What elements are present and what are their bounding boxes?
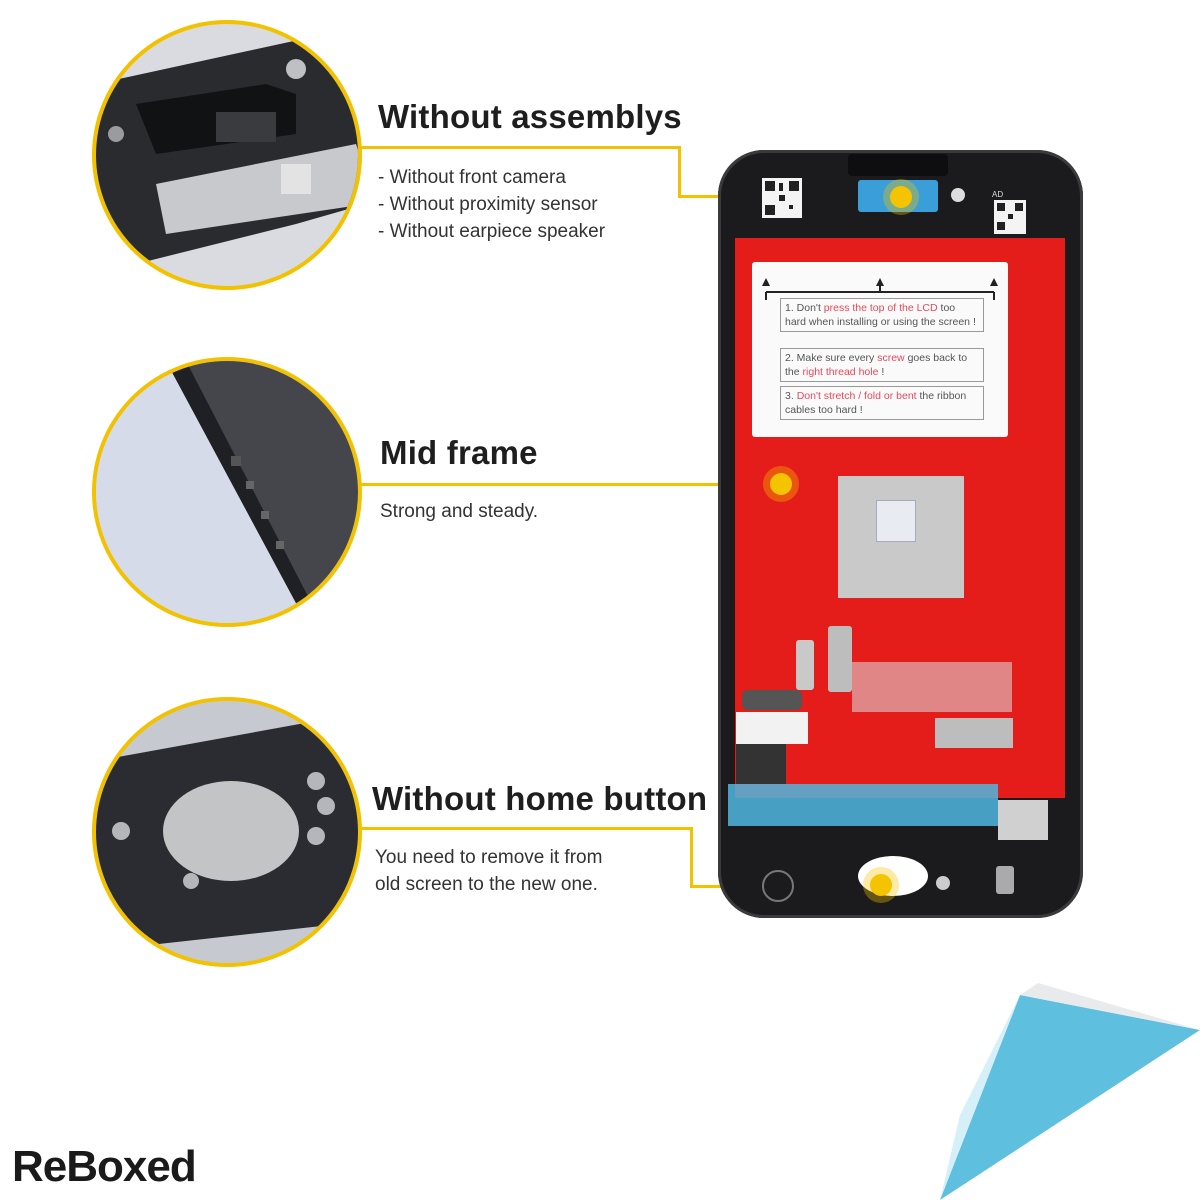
flex-connector-2	[828, 626, 852, 692]
sticker-note-3: 3. Don't stretch / fold or bent the ribb…	[780, 386, 984, 420]
callout-dot-mid-frame	[770, 473, 792, 495]
feature-line-new-one: old screen to the new one.	[375, 874, 598, 895]
qr-code-right	[994, 200, 1026, 234]
note3-suffix: the ribbon cables too hard !	[785, 390, 967, 416]
callout-line-assemblys-vertical	[678, 146, 681, 197]
brand-logo: ReBoxed	[12, 1142, 197, 1191]
home-button-hole	[858, 856, 928, 896]
qr-code-left	[762, 178, 802, 218]
note2-highlight-hole: right thread hole	[802, 366, 879, 378]
feature-line-front-camera: - Without front camera	[378, 167, 566, 188]
note3-prefix: 3.	[785, 390, 794, 402]
phone-label-ad: AD	[992, 190, 1004, 199]
feature-line-earpiece-speaker: - Without earpiece speaker	[378, 221, 606, 242]
callout-line-home-button	[360, 827, 692, 830]
flex-connector-1	[796, 640, 814, 690]
sticker-note-2: 2. Make sure every screw goes back to th…	[780, 348, 984, 382]
note3-highlight: Don't stretch / fold or bent	[796, 390, 917, 402]
blue-protective-film	[728, 784, 998, 826]
callout-dot-camera	[890, 186, 912, 208]
note1-suffix: too hard when installing or using the sc…	[785, 302, 976, 328]
feature-title-assemblys: Without assemblys	[378, 98, 682, 135]
note1-prefix: 1. Don't	[785, 302, 821, 314]
screw-boss-right	[936, 876, 950, 890]
feature-line-remove: You need to remove it from	[375, 847, 603, 868]
note2-suffix: !	[881, 366, 885, 378]
sticker-note-1: 1. Don't press the top of the LCD too ha…	[780, 298, 984, 332]
page-curl-decoration	[940, 983, 1200, 1200]
flex-sticker	[736, 712, 808, 744]
top-notch	[848, 154, 948, 176]
callout-dot-home-button	[870, 874, 892, 896]
note2-highlight-screw: screw	[877, 352, 905, 364]
small-shield	[935, 718, 1013, 748]
note2-mid: goes back to the	[785, 352, 968, 378]
protective-film	[852, 662, 1012, 712]
bottom-right-shield	[998, 800, 1048, 840]
bottom-connector	[996, 866, 1014, 894]
screw-boss-left	[762, 870, 794, 902]
shield-qr-label	[876, 500, 916, 542]
instruction-sticker: 1. Don't press the top of the LCD too ha…	[752, 262, 1008, 437]
feature-line-strong: Strong and steady.	[380, 501, 539, 522]
note2-prefix: 2. Make sure every	[785, 352, 875, 364]
proximity-hole	[951, 188, 965, 202]
callout-line-mid-frame	[360, 483, 780, 486]
callout-line-assemblys	[360, 146, 680, 149]
feature-title-mid-frame: Mid frame	[380, 434, 538, 471]
callout-line-home-vertical	[690, 827, 693, 887]
front-camera-area-photo	[92, 20, 362, 290]
flex-ribbon	[736, 744, 786, 784]
home-button-area-photo	[92, 697, 362, 967]
note1-highlight: press the top of the LCD	[823, 302, 938, 314]
feature-line-proximity-sensor: - Without proximity sensor	[378, 194, 598, 215]
flex-cable	[742, 690, 802, 710]
mid-frame-photo	[92, 357, 362, 627]
feature-title-home-button: Without home button	[372, 780, 708, 817]
